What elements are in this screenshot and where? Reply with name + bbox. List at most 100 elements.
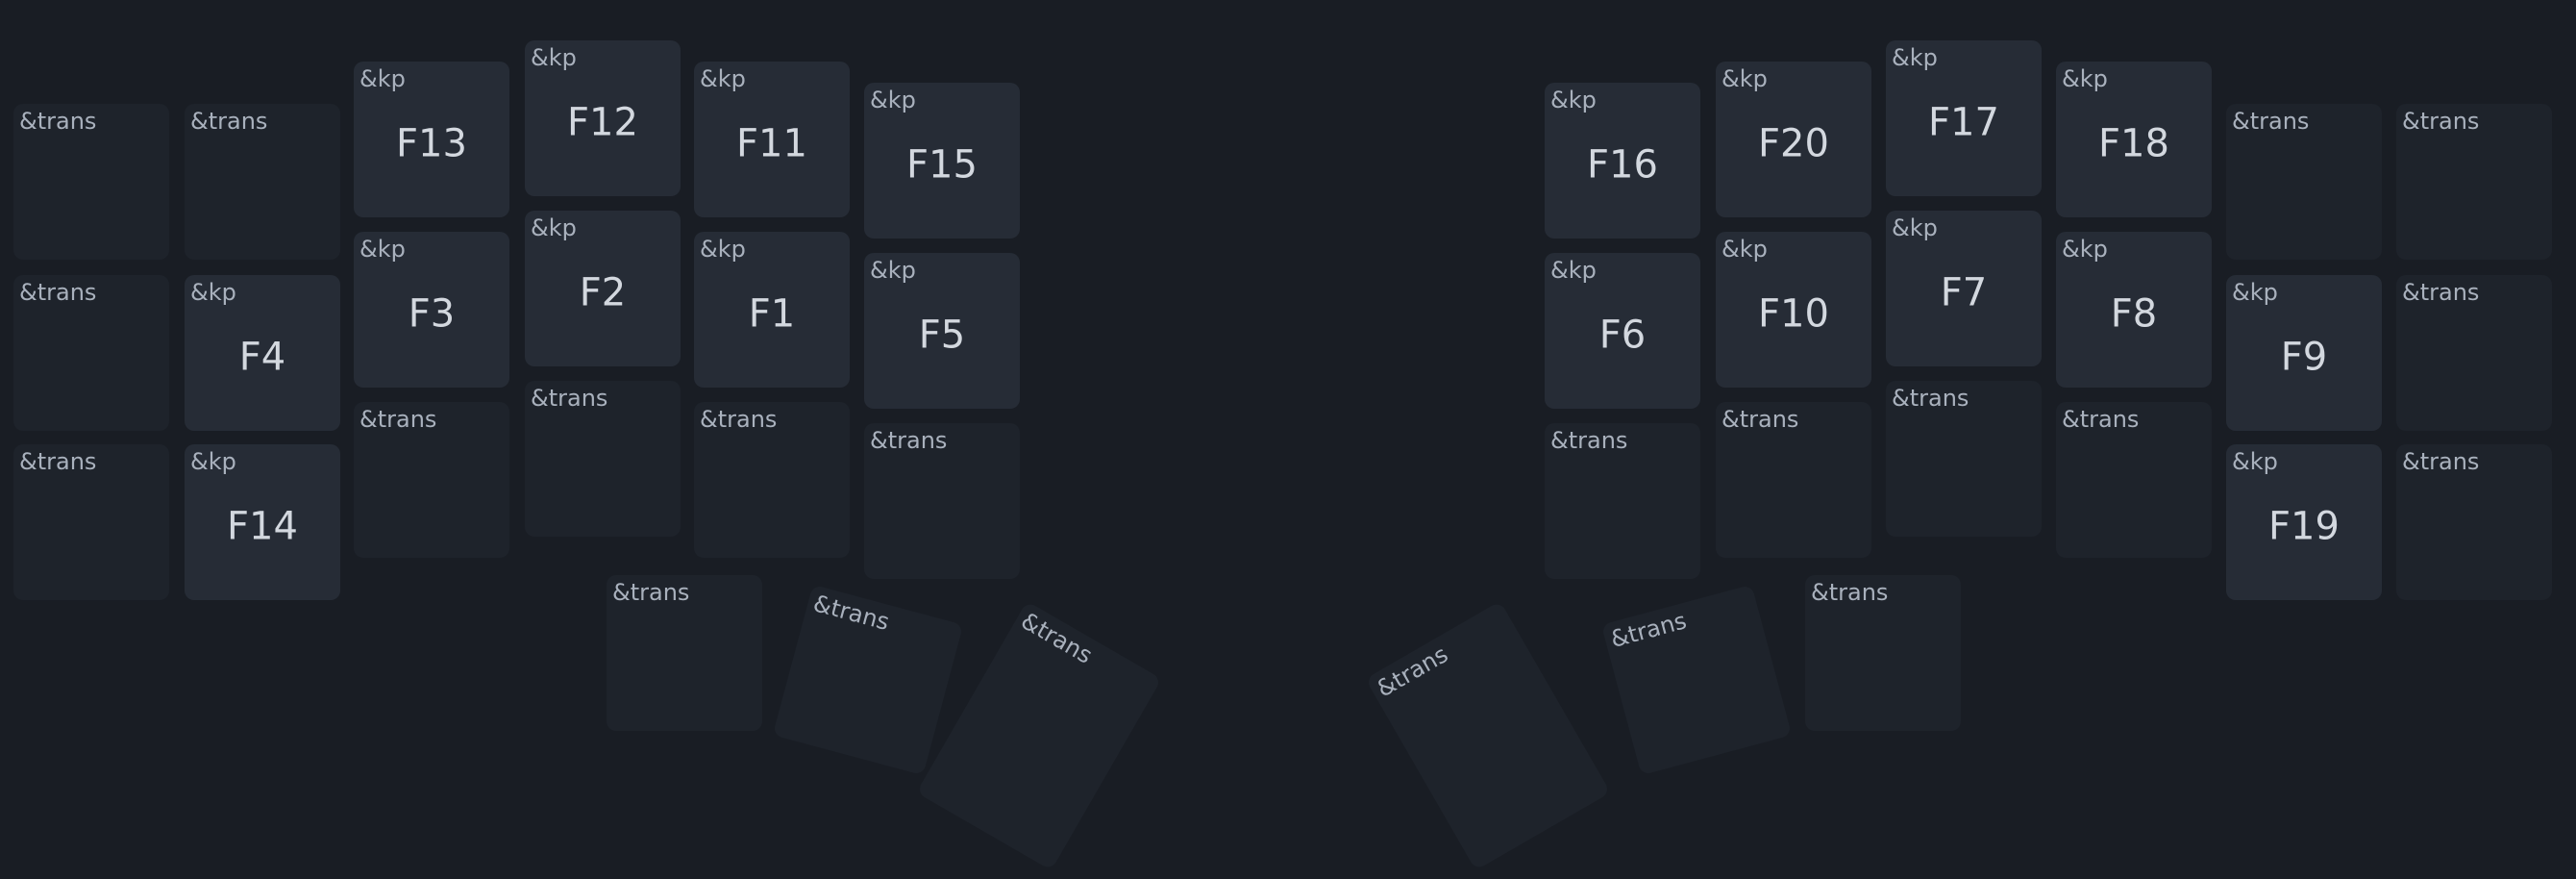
key-label: F8	[2110, 291, 2158, 337]
key-29: &trans	[864, 423, 1020, 579]
key-binding: &kp	[1721, 65, 1768, 92]
key-binding: &trans	[2402, 108, 2480, 135]
key-40: &trans	[1600, 584, 1793, 776]
key-0: &trans	[13, 104, 169, 260]
key-binding: &trans	[2402, 279, 2480, 306]
key-binding: &kp	[2232, 279, 2278, 306]
key-binding: &kp	[700, 65, 746, 92]
key-binding: &trans	[19, 279, 97, 306]
key-binding: &trans	[1372, 640, 1453, 703]
key-binding: &kp	[2062, 236, 2108, 263]
key-binding: &kp	[190, 448, 236, 475]
key-binding: &kp	[2062, 65, 2108, 92]
key-binding: &trans	[359, 406, 437, 433]
key-30: &trans	[1545, 423, 1700, 579]
key-label: F19	[2268, 504, 2340, 549]
key-35: &trans	[2396, 444, 2552, 600]
key-binding: &trans	[190, 108, 268, 135]
key-label: F6	[1598, 313, 1647, 358]
key-label: F3	[408, 291, 456, 337]
key-binding: &kp	[2232, 448, 2278, 475]
key-label: F2	[579, 270, 627, 315]
key-28: &trans	[694, 402, 850, 558]
key-binding: &trans	[2062, 406, 2140, 433]
key-10: &trans	[2226, 104, 2382, 260]
key-binding: &kp	[190, 279, 236, 306]
key-binding: &trans	[2402, 448, 2480, 475]
key-binding: &trans	[531, 385, 608, 412]
key-binding: &trans	[810, 590, 893, 637]
key-binding: &kp	[531, 214, 577, 241]
key-binding: &trans	[870, 427, 948, 454]
key-label: F1	[748, 291, 796, 337]
key-label: F5	[918, 313, 966, 358]
key-label: F18	[2098, 121, 2169, 166]
key-binding: &kp	[1892, 44, 1938, 71]
key-binding: &trans	[612, 579, 690, 606]
key-label: F11	[736, 121, 807, 166]
key-binding: &kp	[359, 236, 406, 263]
key-39: &trans	[1365, 600, 1611, 871]
key-binding: &kp	[1892, 214, 1938, 241]
key-binding: &trans	[1721, 406, 1799, 433]
key-binding: &trans	[700, 406, 778, 433]
key-32: &trans	[1886, 381, 2042, 537]
key-12: &trans	[13, 275, 169, 431]
key-33: &trans	[2056, 402, 2212, 558]
key-binding: &trans	[1550, 427, 1628, 454]
key-binding: &kp	[359, 65, 406, 92]
key-label: F17	[1928, 100, 1999, 145]
key-label: F9	[2280, 335, 2328, 380]
key-27: &trans	[525, 381, 681, 537]
key-31: &trans	[1716, 402, 1871, 558]
key-binding: &trans	[1016, 607, 1098, 669]
key-label: F16	[1587, 142, 1658, 188]
key-binding: &trans	[1892, 385, 1969, 412]
key-24: &trans	[13, 444, 169, 600]
key-label: F12	[567, 100, 638, 145]
key-1: &trans	[185, 104, 340, 260]
key-binding: &kp	[1550, 87, 1597, 113]
key-binding: &kp	[531, 44, 577, 71]
key-binding: &trans	[2232, 108, 2310, 135]
key-label: F14	[227, 504, 298, 549]
key-11: &trans	[2396, 104, 2552, 260]
key-label: F20	[1758, 121, 1829, 166]
key-label: F4	[238, 335, 286, 380]
key-36: &trans	[607, 575, 762, 731]
key-label: F13	[396, 121, 467, 166]
key-37: &trans	[772, 584, 964, 776]
key-binding: &kp	[870, 257, 916, 284]
key-label: F10	[1758, 291, 1829, 337]
key-binding: &kp	[870, 87, 916, 113]
key-binding: &trans	[19, 448, 97, 475]
key-label: F15	[906, 142, 978, 188]
key-23: &trans	[2396, 275, 2552, 431]
key-binding: &kp	[1721, 236, 1768, 263]
key-binding: &kp	[700, 236, 746, 263]
key-binding: &kp	[1550, 257, 1597, 284]
key-41: &trans	[1805, 575, 1961, 731]
key-binding: &trans	[1607, 607, 1690, 654]
key-binding: &trans	[1811, 579, 1889, 606]
